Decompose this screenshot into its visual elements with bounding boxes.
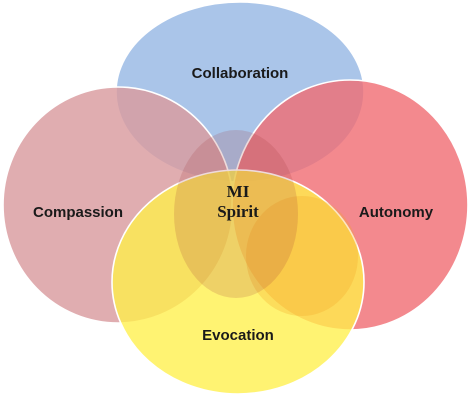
collaboration-label: Collaboration xyxy=(192,65,289,82)
center-label-line1: MI xyxy=(227,182,250,201)
autonomy-label: Autonomy xyxy=(359,204,434,221)
center-overlap xyxy=(174,130,298,298)
overlap-accent xyxy=(246,196,358,316)
compassion-label: Compassion xyxy=(33,204,123,221)
evocation-label: Evocation xyxy=(202,327,274,344)
center-label-line2: Spirit xyxy=(217,202,259,221)
evocation-circle xyxy=(111,169,365,395)
